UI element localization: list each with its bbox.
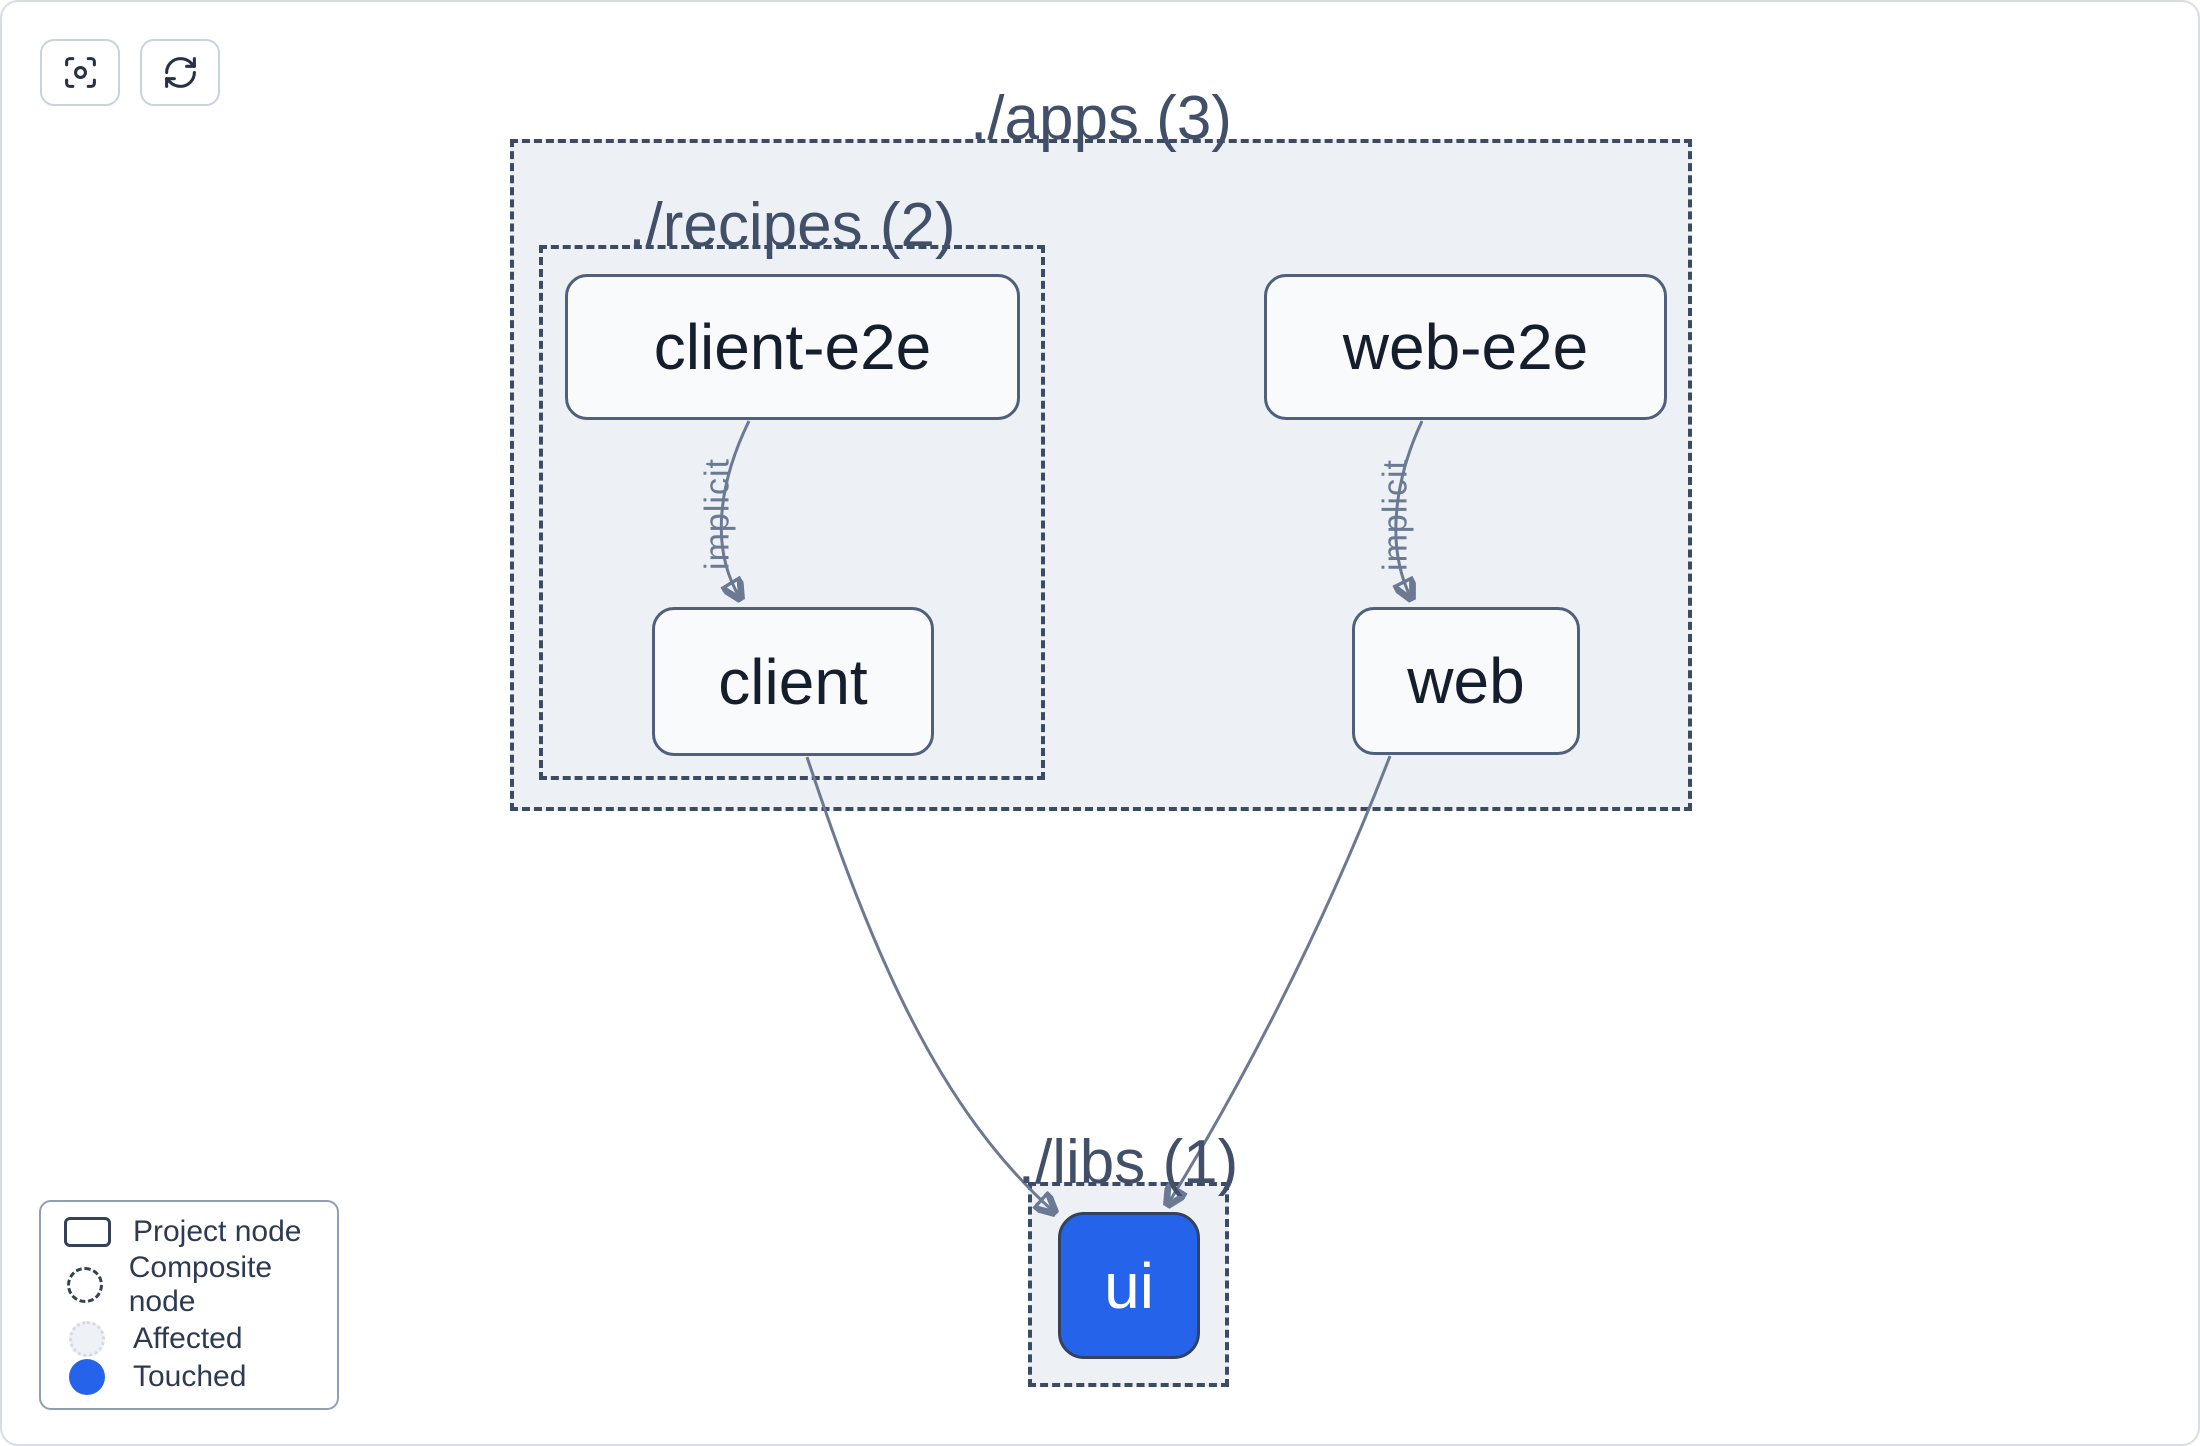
- edge-client-ui: [805, 756, 1054, 1212]
- focus-icon: [64, 57, 96, 88]
- touched-swatch: [69, 1359, 105, 1395]
- node-web[interactable]: web: [1352, 607, 1580, 755]
- edge-web-ui: [1168, 755, 1392, 1204]
- node-label: web: [1407, 645, 1525, 717]
- node-label: client: [718, 645, 868, 718]
- legend-label: Affected: [133, 1322, 243, 1355]
- refresh-icon: [164, 57, 196, 88]
- affected-swatch: [69, 1321, 105, 1357]
- project-node-swatch: [63, 1217, 111, 1247]
- graph-legend: Project node Composite node Affected Tou…: [39, 1200, 339, 1410]
- legend-item-composite-node: Composite node: [41, 1251, 337, 1319]
- legend-label: Composite node: [128, 1251, 273, 1318]
- center-graph-button[interactable]: [40, 39, 120, 106]
- legend-label: Touched: [133, 1360, 247, 1393]
- node-label: web-e2e: [1342, 311, 1589, 383]
- node-label: ui: [1104, 1249, 1154, 1322]
- node-client-e2e[interactable]: client-e2e: [565, 274, 1020, 420]
- legend-item-project-node: Project node: [41, 1215, 337, 1249]
- node-ui[interactable]: ui: [1058, 1212, 1200, 1359]
- node-web-e2e[interactable]: web-e2e: [1264, 274, 1667, 420]
- node-label: client-e2e: [653, 311, 932, 383]
- refresh-graph-button[interactable]: [140, 39, 220, 106]
- legend-item-affected: Affected: [41, 1321, 337, 1357]
- legend-item-touched: Touched: [41, 1359, 337, 1395]
- graph-toolbar: [40, 39, 220, 106]
- node-client[interactable]: client: [652, 607, 934, 756]
- legend-label: Project node: [133, 1215, 302, 1248]
- composite-node-swatch: [66, 1267, 103, 1303]
